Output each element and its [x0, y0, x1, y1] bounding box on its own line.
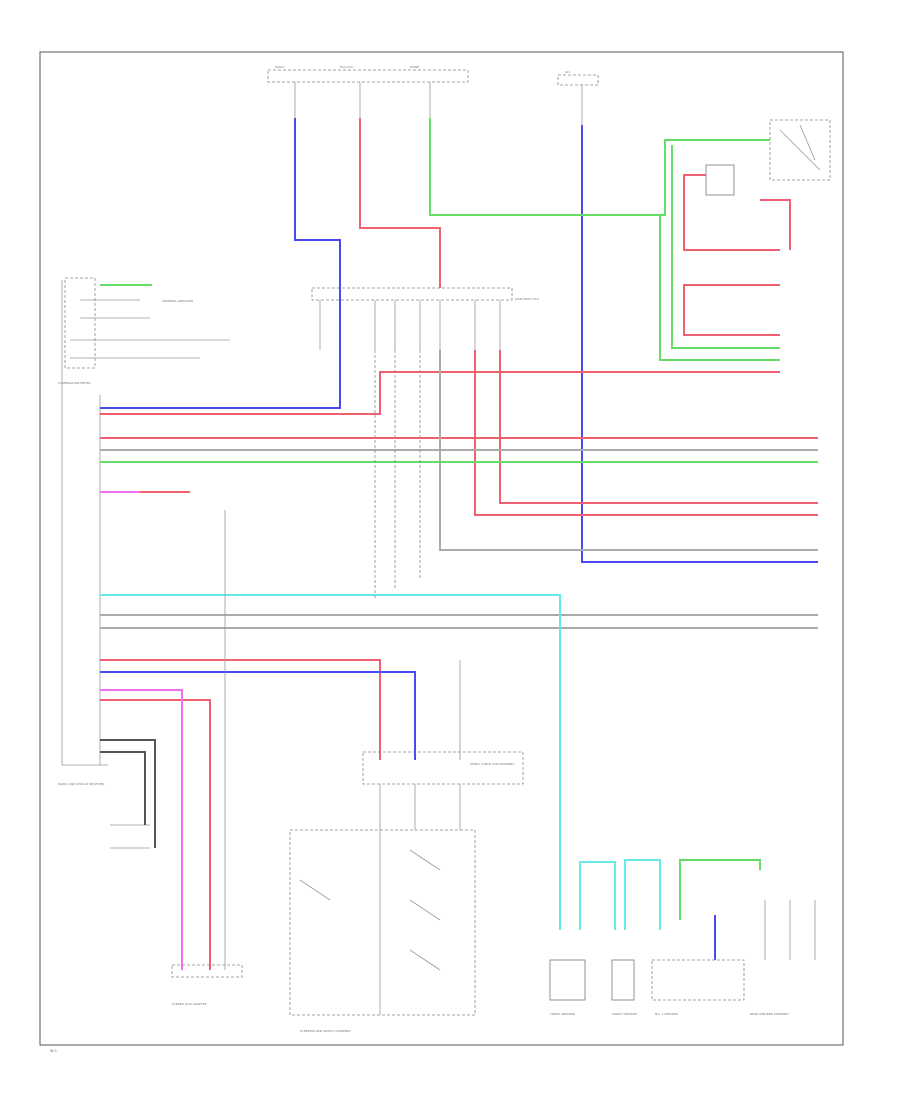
wire-red-7 [100, 699, 211, 970]
main-ecu-label: COMBINATION METER [58, 381, 91, 385]
stereo-jack-label: STEREO JACK ADAPTER [172, 1002, 207, 1006]
spiral-cable: SPIRAL CABLE SUB-ASSEMBLY [362, 660, 524, 830]
page-code: W-1 [50, 1049, 57, 1053]
wire-gray-2 [439, 350, 818, 551]
fuse-label-ecu-acc: ECU-ACC [340, 65, 353, 69]
wire-red-right-2 [683, 284, 780, 336]
rear-module [705, 119, 831, 196]
spiral-cable-label: SPIRAL CABLE SUB-ASSEMBLY [470, 762, 515, 766]
rear-speaker-label: REAR SPEAKER ASSEMBLY [750, 1012, 789, 1016]
wire-green-2 [671, 145, 780, 349]
fuse-block-top: RADIO ECU-ACC DOME IG1 [267, 65, 599, 125]
left-ecu: COMBINATION METER RADIO AND DISPLAY RECE… [58, 280, 108, 786]
wire-red-right-1 [683, 174, 780, 251]
bottom-speakers: FRONT SPEAKER FRONT SPEAKER NO. 1 SPEAKE… [549, 900, 816, 1016]
stereo-jack: STEREO JACK ADAPTER [171, 964, 243, 1006]
left-connector-label: RADIO AND DISPLAY RECEIVER [58, 782, 104, 786]
wire-red-5 [499, 350, 818, 504]
wire-blue-main [100, 118, 341, 409]
wire-green-bottom [679, 859, 761, 920]
antenna-label: ANTENNA AMPLIFIER [162, 299, 193, 303]
wire-red-right-3 [760, 199, 791, 250]
antenna-switch: ANTENNA AMPLIFIER [64, 277, 230, 369]
fuse-label-radio: RADIO [275, 65, 285, 69]
diagram-frame [39, 51, 844, 1046]
front-speaker-l-label: FRONT SPEAKER [550, 1012, 575, 1016]
wire-red-4 [474, 350, 818, 516]
wire-cyan-2 [579, 861, 616, 930]
wire-red-6 [100, 659, 381, 760]
wire-green-top [429, 118, 770, 216]
steering-switch: STEERING PAD SWITCH ASSEMBLY [289, 829, 476, 1033]
steering-switch-label: STEERING PAD SWITCH ASSEMBLY [300, 1029, 351, 1033]
wire-cyan-3 [624, 859, 661, 930]
wire-cyan-main [100, 594, 561, 930]
main-junction-label: MAIN BODY ECU [515, 297, 539, 301]
wire-magenta-2 [100, 689, 183, 970]
wire-red-long [100, 371, 780, 415]
wire-blue-right [581, 125, 818, 563]
wire-green-3 [659, 215, 780, 361]
wire-blue-spiral [100, 671, 416, 760]
wire-red-top [359, 118, 441, 288]
no1-speaker-label: NO. 1 SPEAKER [655, 1012, 678, 1016]
front-speaker-r-label: FRONT SPEAKER [612, 1012, 637, 1016]
fuse-label-ig1: IG1 [565, 70, 570, 74]
fuse-label-dome: DOME [410, 65, 419, 69]
main-junction-connector: MAIN BODY ECU [311, 287, 539, 350]
